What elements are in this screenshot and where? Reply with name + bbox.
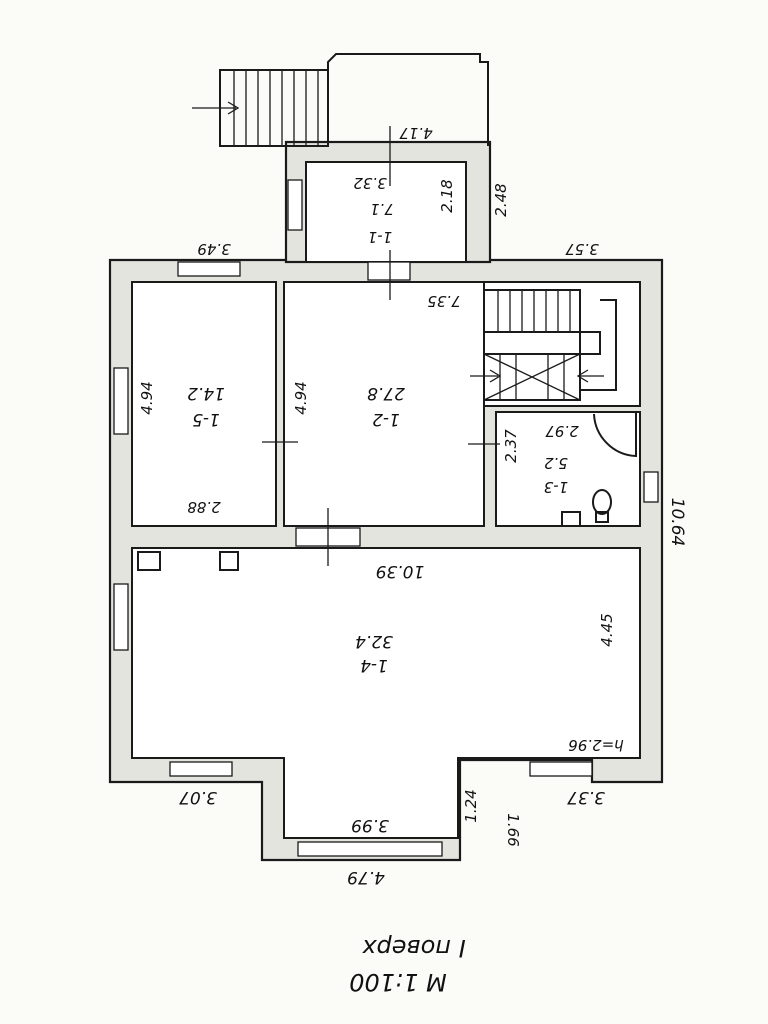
label-vestibule-height: 2.18 xyxy=(438,179,456,212)
room-1-5 xyxy=(131,281,277,527)
label-room3-height: 2.37 xyxy=(502,429,520,463)
window-left-lower xyxy=(113,583,129,651)
label-room4-area: 32.4 xyxy=(355,631,393,651)
label-room5-room: 1-5 xyxy=(192,409,220,429)
label-floor-title: I поверх xyxy=(361,934,465,962)
window-bottom-right xyxy=(529,761,593,777)
label-room5-bottom-width: 2.88 xyxy=(187,498,220,516)
label-scale: М 1:100 xyxy=(349,968,447,996)
doors xyxy=(262,126,637,566)
windows xyxy=(113,179,659,857)
label-room4-room: 1-4 xyxy=(360,655,388,675)
window-left-upper xyxy=(113,367,129,435)
room-1-4 xyxy=(131,547,641,839)
label-bottom-right-width: 3.37 xyxy=(567,787,605,807)
window-vestibule xyxy=(287,179,303,231)
label-room2-area: 27.8 xyxy=(367,383,405,403)
label-room2-height: 4.94 xyxy=(292,381,310,414)
label-vestibule-area: 7.1 xyxy=(370,200,394,218)
room-1-2 xyxy=(283,281,485,527)
inner-stairs xyxy=(470,289,617,401)
label-room5-height: 4.94 xyxy=(138,381,156,414)
labels: 4.17 3.32 2.18 1-1 7.1 2.48 3.49 3.57 7.… xyxy=(138,124,687,996)
label-vestibule-room: 1-1 xyxy=(368,228,393,246)
rooms xyxy=(131,161,641,839)
label-top-block-width: 4.17 xyxy=(399,124,433,142)
label-room3-width: 2.97 xyxy=(545,422,579,440)
label-room4-height: 4.45 xyxy=(598,613,616,646)
label-bay-depth: 1.24 xyxy=(462,789,480,822)
label-bay-inner-width: 3.99 xyxy=(351,815,389,835)
window-bottom-left xyxy=(169,761,233,777)
outer-stairs xyxy=(192,53,489,147)
window-top-left xyxy=(177,261,241,277)
label-room3-area: 5.2 xyxy=(544,454,568,472)
room-1-3 xyxy=(495,411,641,527)
label-bay-outer-width: 4.79 xyxy=(347,867,385,887)
label-room3-room: 1-3 xyxy=(544,478,569,496)
label-bottom-left-width: 3.07 xyxy=(179,787,217,807)
label-room5-area: 14.2 xyxy=(187,383,225,403)
label-vestibule-width: 3.32 xyxy=(353,174,386,192)
label-room5-top-width: 3.49 xyxy=(197,240,230,258)
label-ceiling-height: h=2.96 xyxy=(568,736,623,754)
label-room2-width: 7.35 xyxy=(427,292,460,310)
window-bay xyxy=(297,841,443,857)
label-overall-height: 10.64 xyxy=(667,498,687,547)
window-room3 xyxy=(643,471,659,503)
label-room4-width: 10.39 xyxy=(376,561,425,581)
label-bay-outer-depth: 1.66 xyxy=(504,813,522,846)
label-right-top-width: 3.57 xyxy=(565,240,599,258)
fixtures xyxy=(137,489,612,571)
label-top-right-outer: 2.48 xyxy=(492,183,510,216)
label-room2-room: 1-2 xyxy=(372,409,400,429)
